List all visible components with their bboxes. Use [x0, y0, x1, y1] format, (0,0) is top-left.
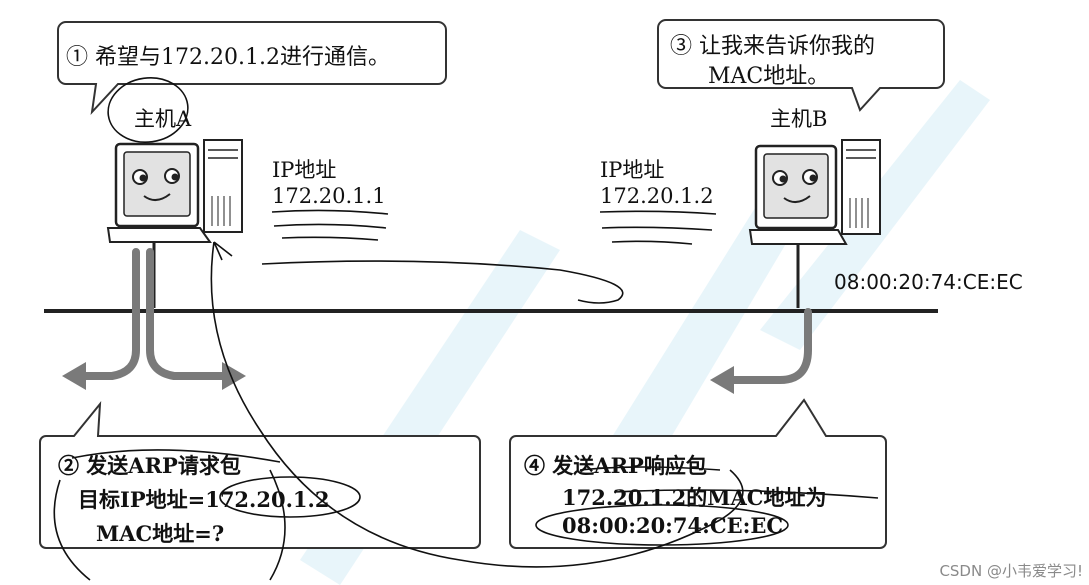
box-step4-line2: 08:00:20:74:CE:EC — [562, 513, 783, 538]
box-step2-title: ② 发送ARP请求包 — [58, 450, 241, 480]
host-b-ip-caption: IP地址 — [600, 154, 664, 184]
computer-a-icon — [108, 140, 242, 308]
box-step4-line1: 172.20.1.2的MAC地址为 — [562, 482, 826, 512]
bubble-step3-line2: MAC地址。 — [708, 58, 829, 90]
box-step2-line2: MAC地址=? — [96, 518, 224, 548]
host-b-mac: 08:00:20:74:CE:EC — [834, 270, 1023, 294]
host-b-label: 主机B — [770, 103, 827, 133]
host-a-ip-caption: IP地址 — [272, 154, 336, 184]
host-a-ip: 172.20.1.1 — [272, 184, 386, 208]
credit-watermark: CSDN @小韦爱学习! — [939, 560, 1083, 581]
box-step2-line1: 目标IP地址=172.20.1.2 — [78, 484, 329, 514]
host-b-ip: 172.20.1.2 — [600, 184, 714, 208]
bubble-step1-text: ① 希望与172.20.1.2进行通信。 — [66, 39, 390, 71]
broadcast-arrow-icon — [62, 252, 246, 390]
bubble-step3-line1: ③ 让我来告诉你我的 — [670, 28, 875, 60]
box-step4-title: ④ 发送ARP响应包 — [524, 450, 707, 480]
host-a-label: 主机A — [134, 103, 191, 133]
